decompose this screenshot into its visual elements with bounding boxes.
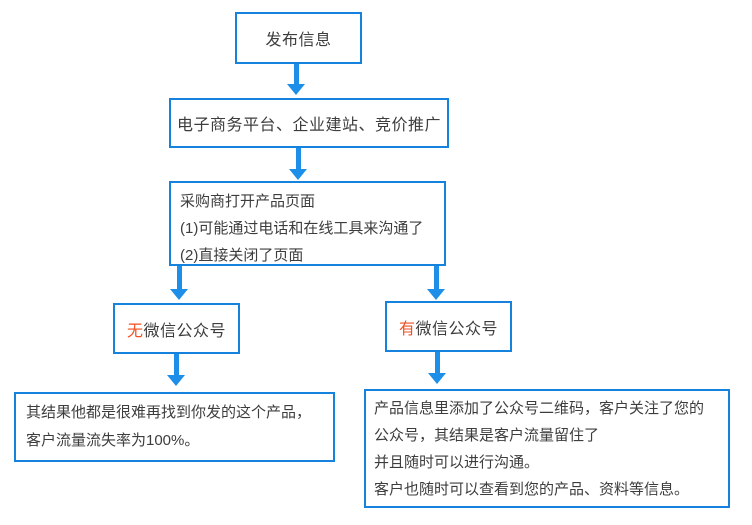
node-result-lost-line2: 客户流量流失率为100%。 bbox=[26, 432, 200, 449]
arrow-down-icon bbox=[427, 289, 445, 300]
node-platforms-label: 电子商务平台、企业建站、竞价推广 bbox=[176, 117, 441, 134]
node-publish-info-label: 发布信息 bbox=[265, 32, 332, 49]
node-result-kept: 产品信息里添加了公众号二维码，客户关注了您的 公众号，其结果是客户流量留住了 并… bbox=[364, 389, 730, 508]
arrow-split-right bbox=[427, 266, 445, 300]
arrow-platforms-to-pageopen bbox=[289, 148, 307, 180]
arrow-stem bbox=[295, 148, 301, 169]
node-result-kept-line3: 并且随时可以进行沟通。 bbox=[374, 454, 540, 471]
arrow-down-icon bbox=[428, 373, 446, 384]
node-page-open-line1: 采购商打开产品页面 bbox=[180, 193, 316, 210]
arrow-has-wechat-to-result bbox=[428, 352, 446, 384]
no-wechat-highlight: 无 bbox=[126, 322, 144, 340]
node-page-open-line2: (1)可能通过电话和在线工具来沟通了 bbox=[180, 220, 424, 237]
has-wechat-rest: 微信公众号 bbox=[415, 320, 499, 338]
node-result-kept-line4: 客户也随时可以查看到您的产品、资料等信息。 bbox=[374, 481, 690, 498]
arrow-stem bbox=[434, 352, 440, 373]
arrow-split-left bbox=[170, 266, 188, 300]
arrow-down-icon bbox=[289, 169, 307, 180]
arrow-stem bbox=[173, 354, 179, 375]
node-has-wechat: 有微信公众号 bbox=[385, 301, 512, 352]
node-has-wechat-label: 有微信公众号 bbox=[399, 315, 498, 339]
node-publish-info: 发布信息 bbox=[235, 12, 362, 64]
node-result-kept-line2: 公众号，其结果是客户流量留住了 bbox=[374, 427, 600, 444]
arrow-down-icon bbox=[287, 84, 305, 95]
node-result-kept-line1: 产品信息里添加了公众号二维码，客户关注了您的 bbox=[374, 400, 705, 417]
node-result-lost: 其结果他都是很难再找到你发的这个产品， 客户流量流失率为100%。 bbox=[14, 392, 335, 462]
has-wechat-highlight: 有 bbox=[398, 320, 416, 338]
node-no-wechat: 无微信公众号 bbox=[113, 303, 240, 354]
arrow-stem bbox=[433, 266, 439, 289]
arrow-down-icon bbox=[167, 375, 185, 386]
node-platforms: 电子商务平台、企业建站、竞价推广 bbox=[169, 98, 449, 148]
node-page-open: 采购商打开产品页面 (1)可能通过电话和在线工具来沟通了 (2)直接关闭了页面 bbox=[169, 181, 446, 266]
node-no-wechat-label: 无微信公众号 bbox=[127, 317, 226, 341]
arrow-no-wechat-to-result bbox=[167, 354, 185, 386]
no-wechat-rest: 微信公众号 bbox=[143, 322, 227, 340]
arrow-stem bbox=[293, 64, 299, 84]
arrow-publish-to-platforms bbox=[287, 64, 305, 95]
arrow-down-icon bbox=[170, 289, 188, 300]
node-result-lost-line1: 其结果他都是很难再找到你发的这个产品， bbox=[26, 404, 312, 421]
arrow-stem bbox=[176, 266, 182, 289]
node-page-open-line3: (2)直接关闭了页面 bbox=[180, 247, 304, 264]
